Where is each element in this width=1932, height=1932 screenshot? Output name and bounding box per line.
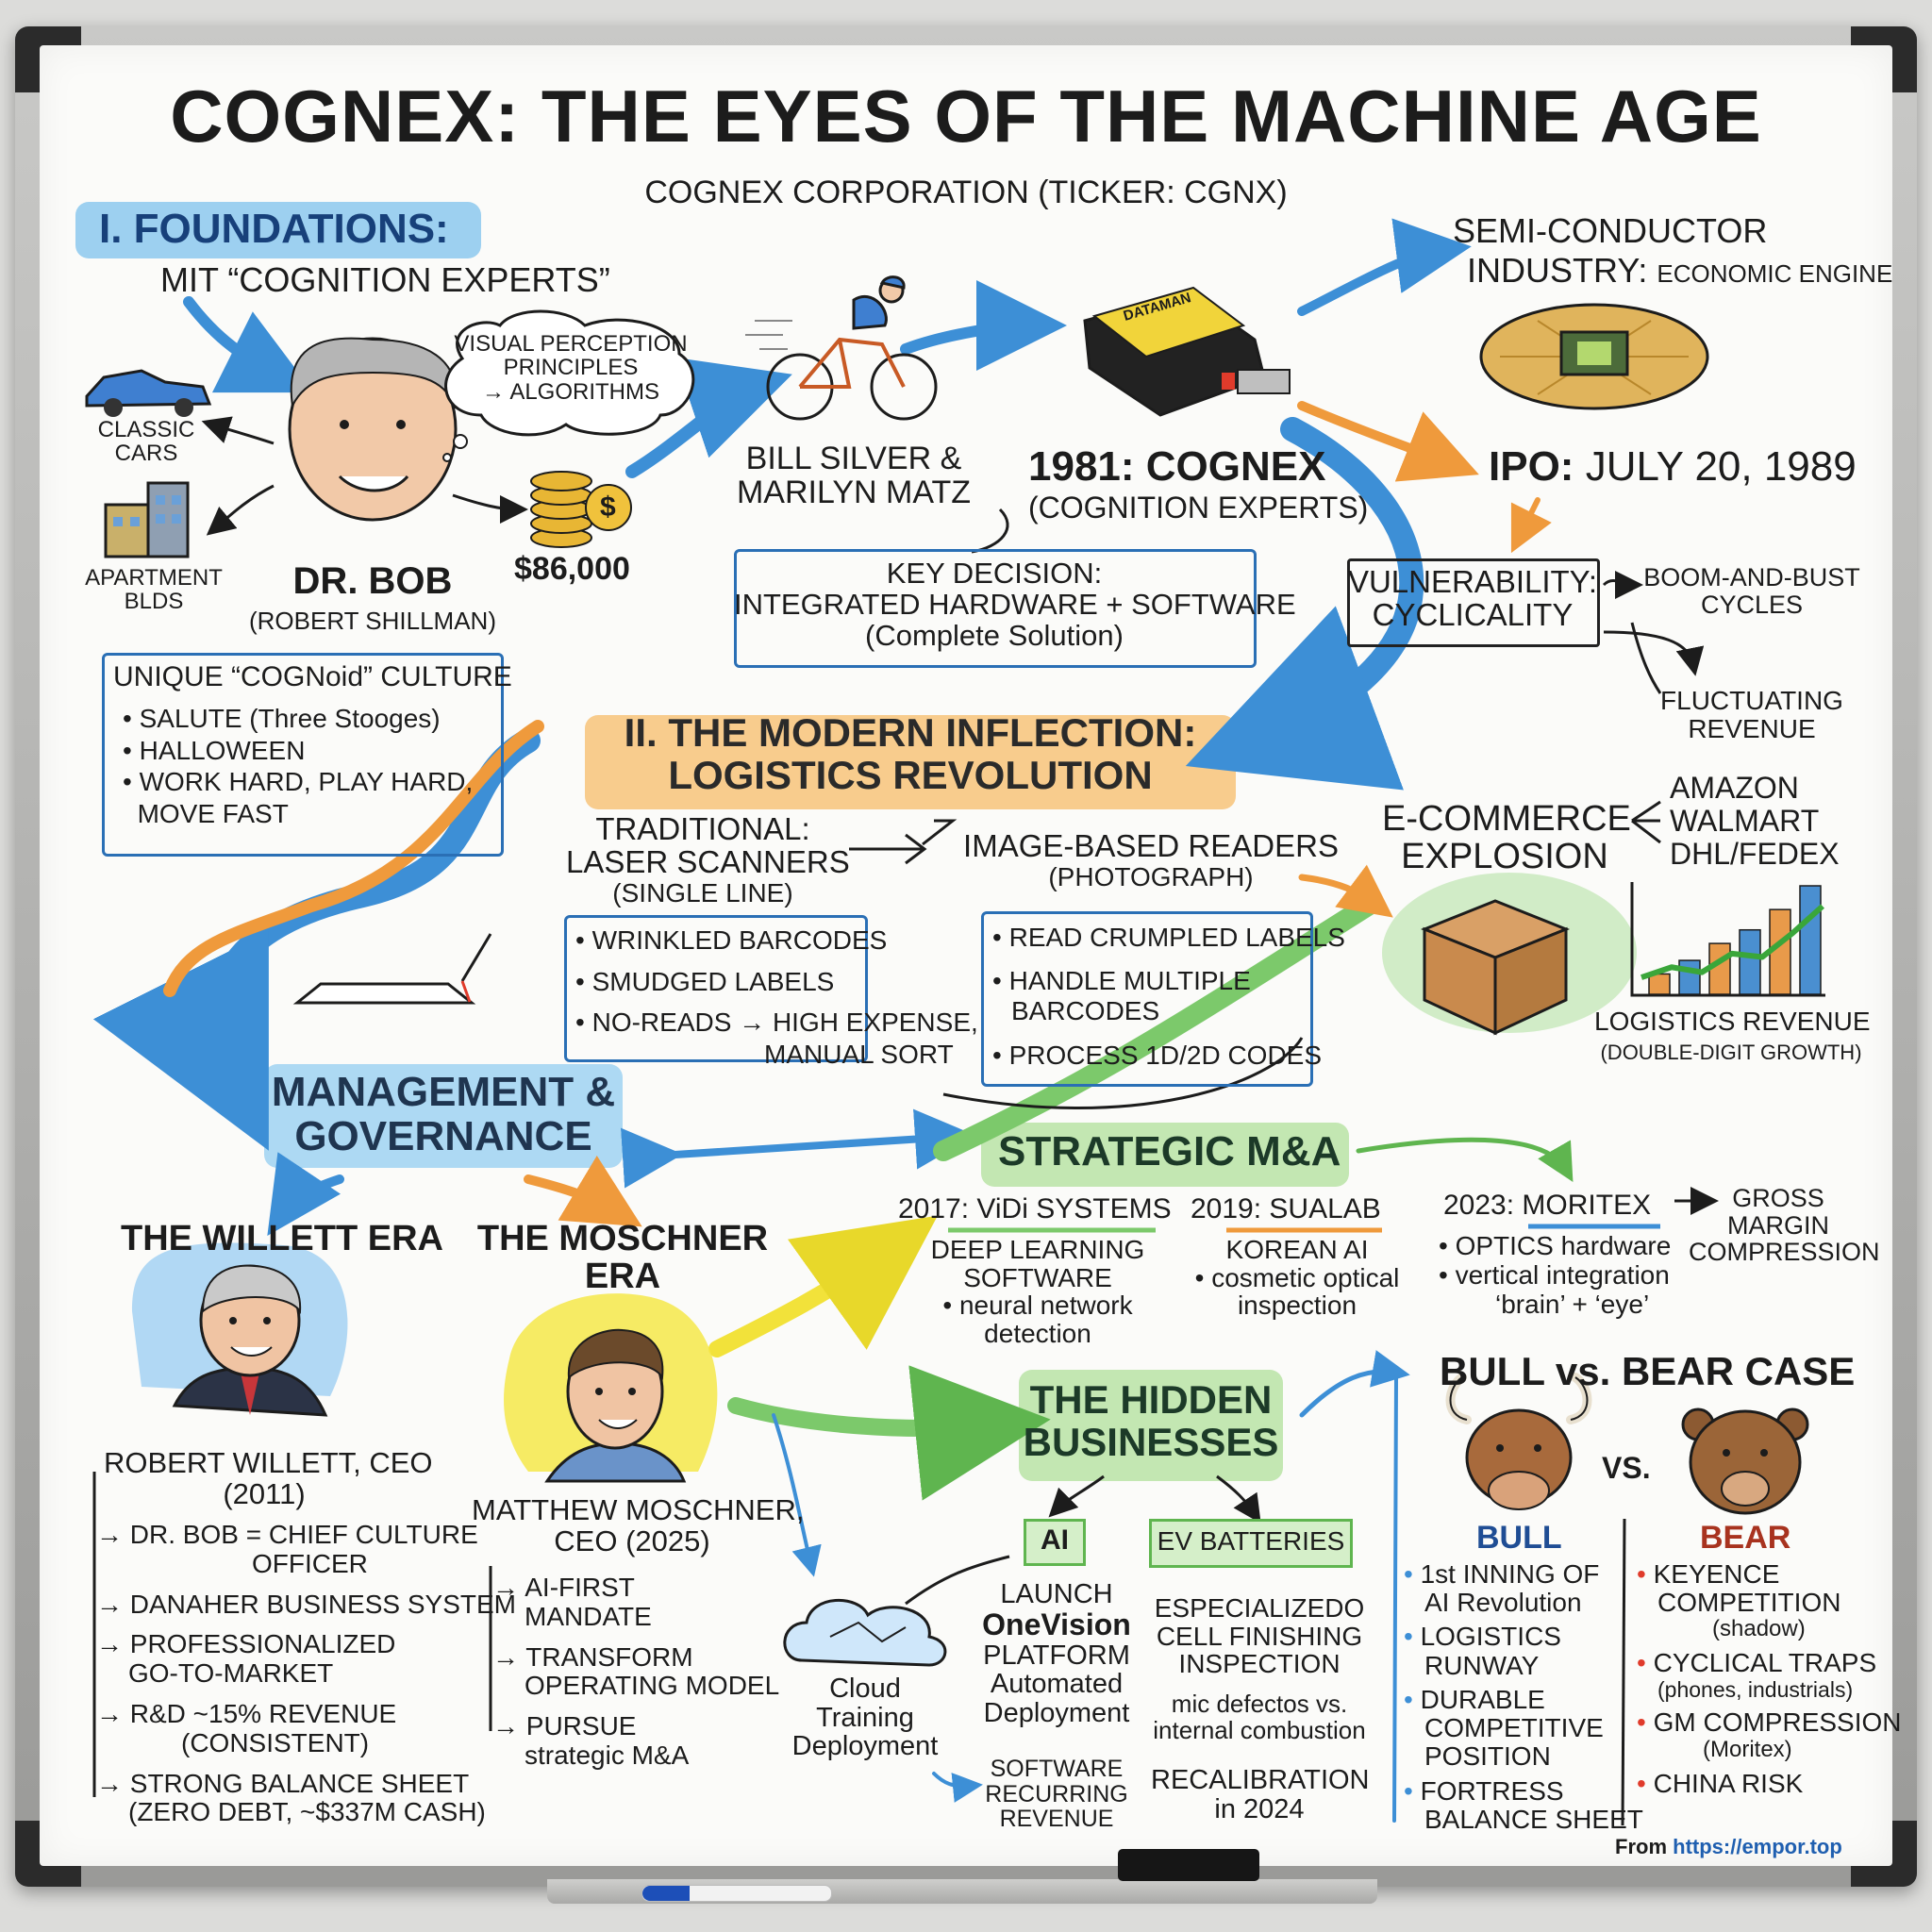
source-link[interactable]: https://empor.top — [1673, 1835, 1842, 1858]
key-decision-text: KEY DECISION:INTEGRATED HARDWARE + SOFTW… — [734, 557, 1296, 652]
laser-scanner-icon — [292, 933, 492, 1005]
highlight-strategic-ma — [981, 1123, 1349, 1187]
image-based-label: IMAGE-BASED READERS(PHOTOGRAPH) — [963, 828, 1339, 891]
eraser[interactable] — [1118, 1849, 1259, 1881]
marker-pen[interactable] — [641, 1885, 832, 1902]
bull-list: • 1st INNING OF AI Revolution • LOGISTIC… — [1404, 1559, 1643, 1834]
vidi-heading: 2017: ViDi SYSTEMS — [898, 1193, 1172, 1224]
drbob-portrait — [288, 337, 458, 522]
inflection-title: II. THE MODERN INFLECTION:LOGISTICS REVO… — [624, 710, 1197, 797]
image-based-list: • READ CRUMPLED LABELS • HANDLE MULTIPLE… — [992, 923, 1345, 1070]
ev-batteries-tag: EV BATTERIES — [1149, 1519, 1353, 1568]
strategic-ma-title: STRATEGIC M&A — [998, 1128, 1341, 1174]
cyclist-icon — [745, 275, 938, 421]
bull-label: BULL — [1476, 1520, 1562, 1556]
foundations-header: I. FOUNDATIONS: — [99, 206, 449, 252]
chart-bar — [1799, 885, 1822, 995]
vulnerability-text: VULNERABILITY:CYCLICALITY — [1347, 564, 1598, 632]
culture-box — [102, 653, 504, 857]
classic-car-icon — [85, 369, 212, 417]
founders-label: BILL SILVER &MARILYN MATZ — [736, 441, 972, 511]
bear-icon — [1681, 1407, 1809, 1515]
coins-icon — [530, 471, 632, 548]
ai-tag: AI — [1024, 1519, 1086, 1566]
thought-cloud — [442, 309, 695, 462]
semiconductor-line2: INDUSTRY: ECONOMIC ENGINE — [1467, 251, 1893, 290]
moritex-details: • OPTICS hardware• vertical integration‘… — [1439, 1231, 1672, 1319]
image-based-box — [981, 911, 1313, 1087]
drbob-fullname: (ROBERT SHILLMAN) — [249, 607, 496, 635]
culture-title: UNIQUE “COGNoid” CULTURE — [113, 661, 512, 692]
drbob-name: DR. BOB — [292, 560, 453, 602]
vulnerability-box — [1347, 558, 1600, 647]
bear-list: • KEYENCE COMPETITION (shadow) • CYCLICA… — [1637, 1559, 1902, 1798]
foundations-sub: MIT “COGNITION EXPERTS” — [160, 260, 610, 299]
highlight-hidden — [1019, 1370, 1283, 1481]
moritex-heading: 2023: MORITEX — [1443, 1190, 1652, 1221]
sualab-heading: 2019: SUALAB — [1191, 1193, 1381, 1224]
chart-bar — [1648, 973, 1671, 995]
bull-bear-divider — [1621, 1518, 1626, 1826]
coin-symbol: $ — [600, 491, 616, 523]
logistics-revenue-label: LOGISTICS REVENUE(DOUBLE-DIGIT GROWTH) — [1594, 1007, 1871, 1064]
willett-name: ROBERT WILLETT, CEO(2011) — [104, 1446, 433, 1510]
bull-icon — [1445, 1373, 1592, 1510]
bull-bear-title: BULL vs. BEAR CASE — [1440, 1349, 1856, 1393]
traditional-list: • WRINKLED BARCODES • SMUDGED LABELS • N… — [575, 925, 978, 1069]
package-box-icon — [1382, 873, 1637, 1036]
moschner-list: → AI-FIRST MANDATE → TRANSFORM OPERATING… — [492, 1573, 780, 1770]
highlight-management — [264, 1064, 623, 1168]
money-amount: $86,000 — [514, 551, 630, 587]
willett-era-label: THE WILLETT ERA — [121, 1219, 443, 1258]
highlight-foundations — [75, 202, 481, 258]
highlight-inflection — [585, 715, 1236, 809]
ink-arrows — [92, 416, 1719, 1797]
logistics-revenue-chart — [1630, 882, 1825, 997]
management-title: MANAGEMENT &GOVERNANCE — [271, 1069, 616, 1159]
moschner-name: MATTHEW MOSCHNER,CEO (2025) — [472, 1493, 805, 1557]
founding-title: 1981: COGNEX — [1028, 443, 1326, 490]
chart-bar — [1678, 959, 1701, 995]
culture-list: • SALUTE (Three Stooges) • HALLOWEEN • W… — [123, 704, 474, 828]
apartment-icon — [104, 481, 190, 558]
source-footer: From https://empor.top — [1615, 1835, 1842, 1858]
semiconductor-title: SEMI-CONDUCTOR — [1453, 211, 1768, 250]
dataman-device-icon — [1083, 286, 1291, 417]
willett-portrait — [132, 1242, 348, 1417]
moschner-portrait — [504, 1293, 718, 1483]
traditional-label: TRADITIONAL:LASER SCANNERS(SINGLE LINE) — [566, 811, 850, 908]
wafer-chip-icon — [1479, 303, 1709, 410]
flow-arrows — [92, 218, 1574, 1823]
bear-label: BEAR — [1700, 1520, 1791, 1556]
ipo-label: IPO: JULY 20, 1989 — [1489, 443, 1857, 490]
chart-bar — [1739, 928, 1761, 995]
key-decision-box — [734, 549, 1257, 668]
traditional-box — [564, 915, 868, 1062]
chart-trend-line — [1641, 904, 1825, 980]
vs-label: VS. — [1602, 1451, 1651, 1485]
page-subtitle: COGNEX CORPORATION (TICKER: CGNX) — [644, 175, 1288, 210]
cloud-icon — [783, 1598, 947, 1667]
founding-sub: (COGNITION EXPERTS) — [1028, 491, 1369, 525]
willett-list: → DR. BOB = CHIEF CULTURE OFFICER → DANA… — [96, 1520, 516, 1827]
page-title: COGNEX: THE EYES OF THE MACHINE AGE — [170, 75, 1762, 158]
